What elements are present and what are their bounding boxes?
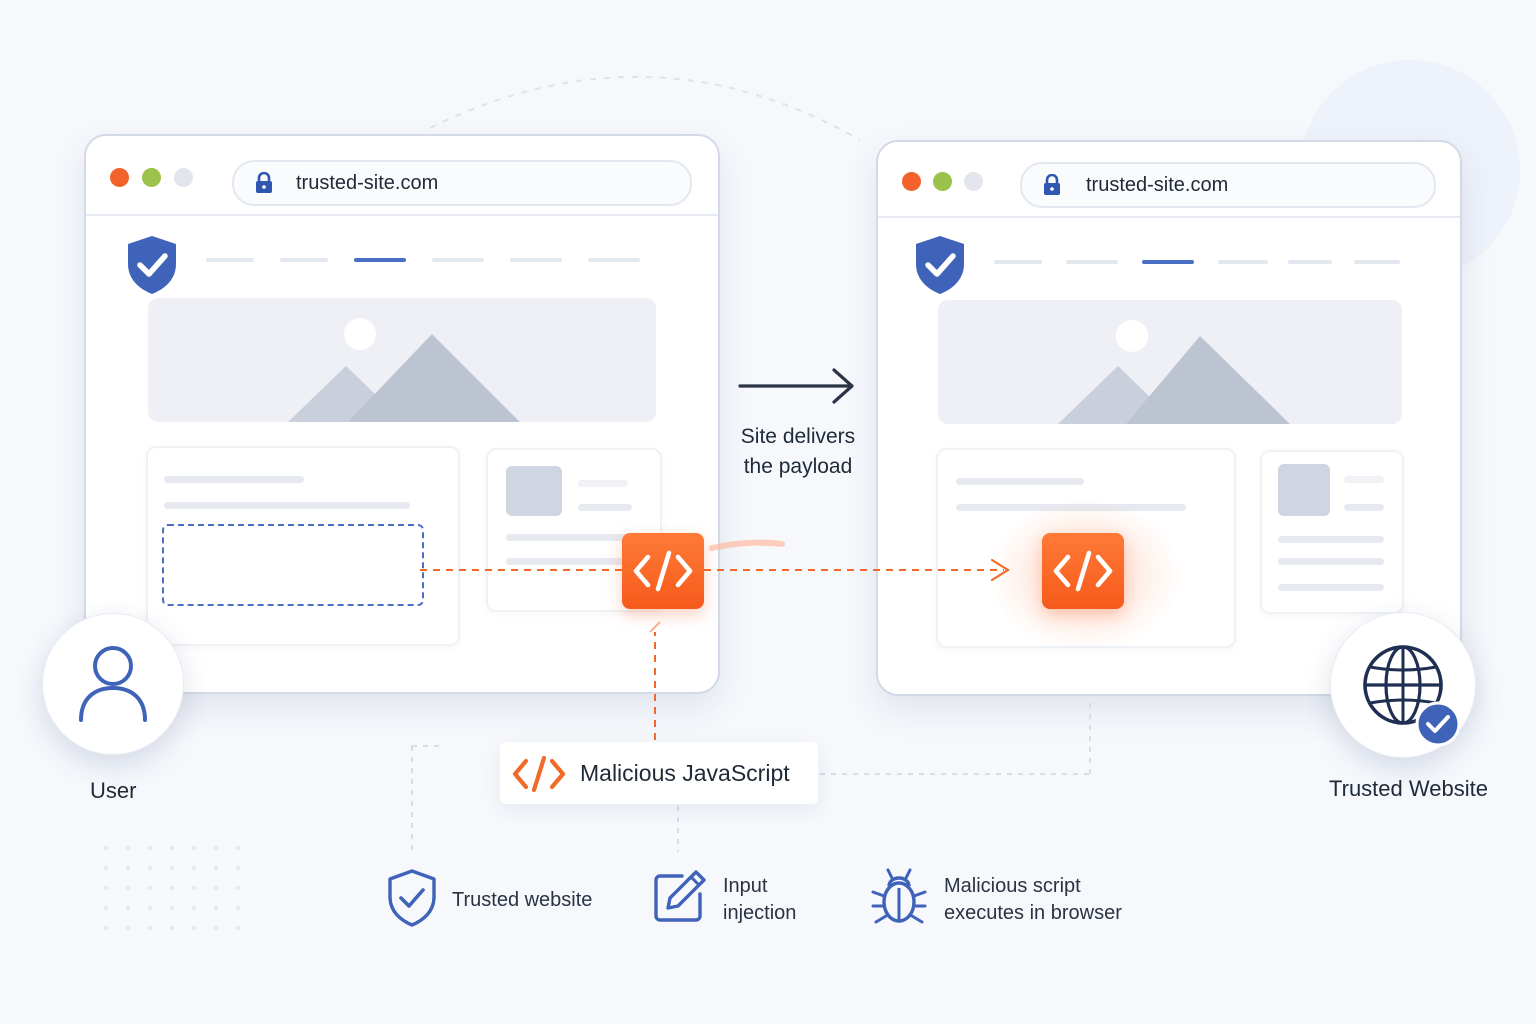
text-line-placeholder: [506, 534, 636, 541]
nav-link-active[interactable]: [1142, 260, 1194, 264]
arrow-caption-line1: Site delivers: [740, 425, 856, 448]
payload-code-badge-executed[interactable]: [1042, 533, 1124, 609]
maximize-window-dot[interactable]: [174, 168, 193, 187]
text-line-placeholder: [956, 478, 1084, 485]
nav-link-active[interactable]: [354, 258, 406, 262]
image-placeholder-icon: [1058, 320, 1290, 424]
bug-icon: [871, 868, 927, 924]
close-window-dot[interactable]: [110, 168, 129, 187]
left-url-text: trusted-site.com: [296, 172, 439, 194]
nav-link[interactable]: [994, 260, 1042, 264]
edit-pencil-icon: [654, 870, 706, 922]
nav-link[interactable]: [1288, 260, 1332, 264]
text-line-placeholder: [1344, 504, 1384, 511]
input-field-dashed[interactable]: [162, 524, 424, 606]
legend-line: executes in browser: [944, 902, 1122, 924]
legend-trusted-website: Trusted website: [452, 887, 592, 914]
code-icon: [1053, 550, 1113, 592]
left-browser-window: trusted-site.com: [84, 134, 720, 694]
user-label: User: [90, 778, 137, 803]
close-window-dot[interactable]: [902, 172, 921, 191]
right-browser-window: trusted-site.com: [876, 140, 1462, 696]
hero-image-placeholder: [938, 300, 1402, 424]
legend-malicious-script: Malicious script executes in browser: [944, 873, 1122, 927]
right-browser-titlebar: trusted-site.com: [878, 142, 1460, 218]
nav-link[interactable]: [1354, 260, 1400, 264]
nav-link[interactable]: [1066, 260, 1118, 264]
text-line-placeholder: [578, 504, 632, 511]
nav-link[interactable]: [206, 258, 254, 262]
nav-link[interactable]: [432, 258, 484, 262]
hero-image-placeholder: [148, 298, 656, 422]
user-avatar-circle: [42, 613, 184, 755]
nav-link[interactable]: [1218, 260, 1268, 264]
left-browser-titlebar: trusted-site.com: [86, 136, 718, 216]
image-placeholder-icon: [288, 318, 520, 422]
arrow-caption: Site delivers the payload: [726, 422, 870, 482]
minimize-window-dot[interactable]: [142, 168, 161, 187]
text-line-placeholder: [1278, 558, 1384, 565]
malicious-js-label: Malicious JavaScript: [580, 760, 790, 786]
legend-line: Trusted website: [452, 889, 593, 911]
lock-icon: [256, 172, 272, 193]
text-line-placeholder: [1278, 536, 1384, 543]
nav-link[interactable]: [588, 258, 640, 262]
right-address-bar[interactable]: trusted-site.com: [1020, 162, 1436, 208]
right-url-text: trusted-site.com: [1086, 174, 1229, 196]
trusted-website-label: Trusted Website: [1329, 776, 1488, 801]
lock-icon: [1044, 174, 1060, 195]
text-line-placeholder: [164, 502, 410, 509]
text-line-placeholder: [578, 480, 628, 487]
text-line-placeholder: [1278, 584, 1384, 591]
shield-check-icon: [128, 236, 176, 294]
globe-icon: [1363, 645, 1443, 725]
payload-code-badge-source[interactable]: [622, 533, 704, 609]
left-address-bar[interactable]: trusted-site.com: [232, 160, 692, 206]
minimize-window-dot[interactable]: [933, 172, 952, 191]
legend-line: injection: [723, 902, 797, 924]
right-arrow-icon: [738, 368, 854, 404]
user-icon: [79, 646, 147, 722]
text-line-placeholder: [1344, 476, 1384, 483]
code-icon: [633, 550, 693, 592]
side-card: [1260, 450, 1404, 614]
nav-link[interactable]: [510, 258, 562, 262]
malicious-js-callout: Malicious JavaScript: [500, 742, 818, 804]
code-icon: [512, 756, 566, 792]
maximize-window-dot[interactable]: [964, 172, 983, 191]
text-line-placeholder: [164, 476, 304, 483]
legend-input-injection: Input injection: [723, 873, 796, 927]
nav-link[interactable]: [280, 258, 328, 262]
thumbnail-placeholder: [1278, 464, 1330, 516]
arrow-caption-line2: the payload: [743, 455, 853, 478]
legend-line: Malicious script: [944, 875, 1081, 897]
legend-line: Input: [723, 875, 768, 897]
shield-check-icon: [388, 869, 436, 927]
thumbnail-placeholder: [506, 466, 562, 516]
text-line-placeholder: [956, 504, 1186, 511]
shield-check-icon: [916, 236, 964, 294]
trusted-website-circle: [1330, 612, 1476, 758]
text-line-placeholder: [506, 558, 636, 565]
verified-check-icon: [1415, 701, 1461, 747]
